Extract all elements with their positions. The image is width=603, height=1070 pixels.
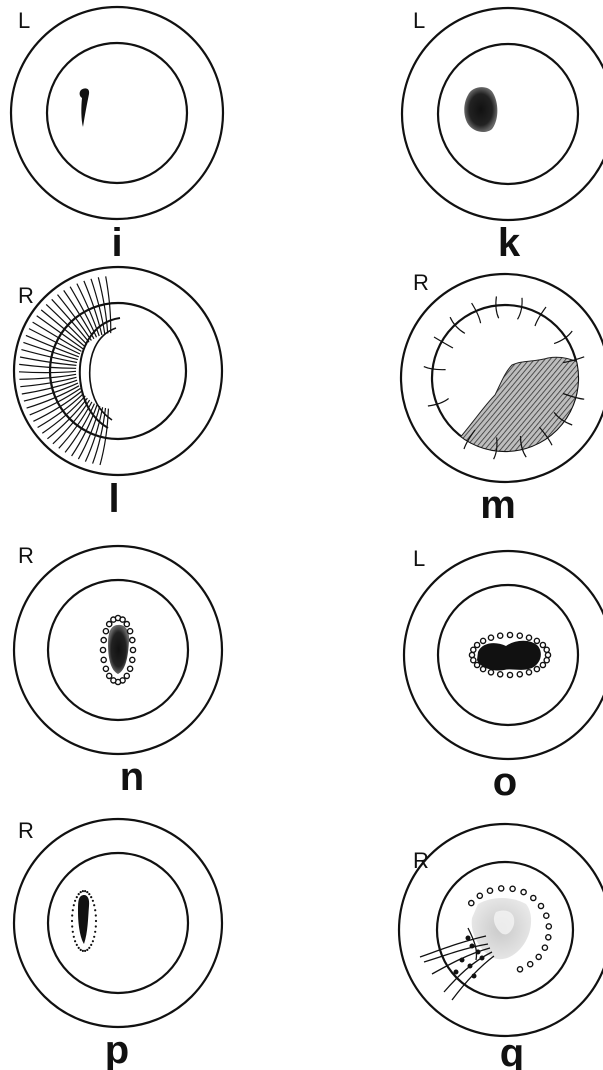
panel-p: R p — [14, 818, 222, 1070]
caption-n: n — [120, 755, 144, 799]
side-label-o: L — [413, 546, 425, 571]
panel-m: R m — [401, 270, 603, 527]
side-label-q: R — [413, 848, 429, 873]
outer-ring-p — [14, 819, 222, 1027]
panel-k: L k — [402, 8, 603, 265]
side-label-n: R — [18, 543, 34, 568]
lesion-m — [450, 357, 590, 460]
lesion-i — [80, 88, 90, 127]
caption-m: m — [480, 483, 516, 527]
side-label-k: L — [413, 8, 425, 33]
side-label-p: R — [18, 818, 34, 843]
side-label-m: R — [413, 270, 429, 295]
panel-i: L i — [11, 7, 223, 265]
panel-n: R n — [14, 543, 222, 799]
caption-q: q — [500, 1031, 524, 1070]
caption-k: k — [498, 221, 521, 265]
caption-o: o — [493, 760, 517, 804]
lesion-k — [464, 87, 497, 132]
lesion-p — [78, 895, 89, 944]
caption-p: p — [105, 1028, 129, 1070]
panel-l: R l — [14, 267, 222, 521]
outer-ring-l — [14, 267, 222, 475]
outer-ring-k — [402, 8, 603, 220]
lesion-n — [108, 625, 129, 674]
inner-ring-p — [48, 853, 188, 993]
caption-l: l — [108, 477, 119, 521]
inner-ring-k — [438, 44, 578, 184]
side-label-l: R — [18, 283, 34, 308]
panel-o: L o — [404, 546, 603, 804]
side-label-i: L — [18, 8, 30, 33]
inner-ring-i — [47, 43, 187, 183]
lesion-o — [477, 641, 541, 671]
caption-i: i — [111, 221, 122, 265]
panel-q: R q — [399, 824, 603, 1070]
outer-ring-i — [11, 7, 223, 219]
